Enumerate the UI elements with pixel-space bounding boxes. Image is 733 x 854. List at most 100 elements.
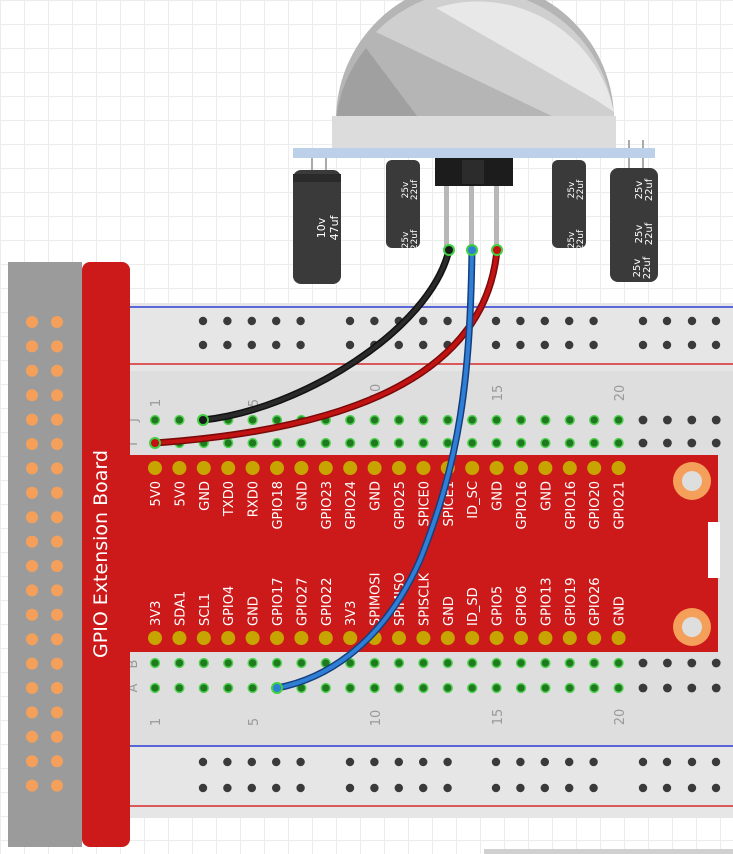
terminal-hole [393,657,405,669]
terminal-hole [223,657,234,669]
wire-end [197,414,209,426]
rail-hole [370,783,379,793]
terminal-hole [515,682,527,694]
cap-label: 25v [634,225,645,244]
top-pin-label: GND [369,481,384,511]
pin-pad [514,631,528,645]
terminal-hole [491,414,502,426]
rail-hole [394,757,403,767]
cap-label: 25v [401,231,411,248]
rail-hole [491,783,501,793]
cap-label: 22uf [576,229,586,250]
terminal-hole [198,682,209,694]
rail-hole [419,316,428,326]
rail-hole [565,757,574,767]
col-number-5-bottom: 5 [247,718,262,726]
board-notch [708,522,720,578]
rail-hole [662,316,672,326]
cap-label: 47uf [328,214,341,240]
rail-hole [345,757,355,767]
rail-hole [198,340,208,350]
rail-hole [345,783,355,793]
terminal-hole [345,414,356,426]
header-pin [26,682,38,694]
wire-end [491,244,503,256]
terminal-hole [711,438,721,448]
rail-hole [296,340,305,350]
terminal-hole [369,657,380,669]
header-pin [51,755,63,768]
rail-hole [638,783,648,793]
pin-pad [562,631,577,645]
header-pin [26,438,38,450]
rail-hole [223,340,232,350]
bottom-pin-label: GPIO13 [539,577,554,626]
terminal-hole [638,658,648,668]
top-pin-label: ID_SC [466,481,481,519]
pin-pad [367,461,382,475]
terminal-hole [271,657,283,669]
rail-hole [198,783,208,793]
capacitor-right: 25v 22uf 25v 22uf 25v 22uf [610,140,658,282]
top-pin-label: RXD0 [247,481,262,517]
header-pin [26,389,38,402]
pin-pad [416,461,431,475]
cap-label: 25v [567,181,577,198]
terminal-hole [515,437,527,449]
rail-hole [345,340,355,350]
header-pin [51,316,63,328]
rail-hole [540,316,549,326]
header-pin [51,486,63,499]
terminal-hole [418,682,429,694]
rail-hole [419,783,428,793]
wire-blue-signal-core [275,248,474,690]
pin-pad [538,631,553,645]
rail-hole [687,783,697,793]
capacitor-10v-47uf: 10v 47uf [293,150,341,284]
header-pin [26,340,38,353]
board-title: GPIO Extension Board [90,450,112,658]
col-number-5: 5 [247,399,262,407]
pin-pad [294,631,309,645]
terminal-hole [687,658,697,668]
bottom-pin-label: GPIO19 [564,577,579,626]
bottom-pin-label: SPISCLK [417,573,432,626]
rail-hole [589,757,598,767]
col-number-1: 1 [149,399,164,407]
col-number-20-bottom: 20 [613,709,628,726]
terminal-hole [418,437,429,449]
terminal-hole [589,657,600,669]
terminal-hole [564,657,575,669]
terminal-hole [149,414,161,426]
bottom-pin-label: 3V3 [344,601,359,626]
bottom-pin-label: SPIMOSI [369,573,384,626]
column-numbers-bottom: 1 5 10 15 20 B A [126,660,628,727]
pin-pad [318,631,333,645]
terminal-holes [149,414,721,694]
rail-hole [419,340,428,350]
sensor-pin-out [469,186,474,248]
wire-end [443,244,455,256]
bottom-power-rail [100,747,733,818]
header-pin [51,584,63,597]
top-pin-label: GPIO25 [393,481,408,530]
header-pin [26,633,38,646]
terminal-hole [393,682,405,694]
rail-hole [272,340,281,350]
rail-hole [540,757,549,767]
rail-hole [272,316,281,326]
bottom-pin-label: GND [442,596,457,626]
cap-label: 25v [632,259,643,278]
rail-hole [198,316,208,326]
rail-hole [247,783,256,793]
pin-pad [514,461,528,475]
pin-pad [392,631,406,645]
bottom-pin-label: GPIO5 [491,586,506,626]
col-number-15-bottom: 15 [491,709,506,726]
header-pin [51,413,63,426]
terminal-hole [442,682,453,694]
terminal-hole [296,657,307,669]
terminal-hole [174,414,185,426]
terminal-hole [296,437,307,449]
